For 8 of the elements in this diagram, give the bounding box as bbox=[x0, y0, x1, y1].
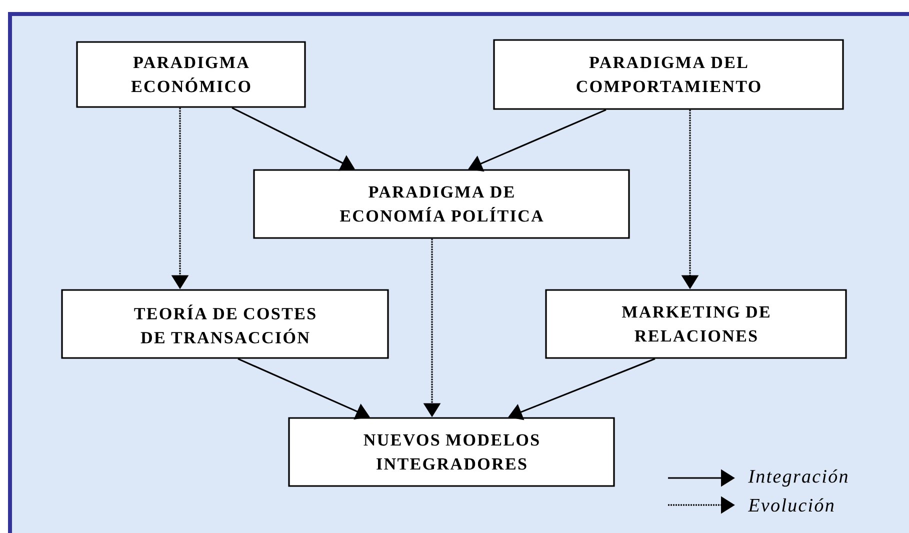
concept-box: NUEVOS MODELOS INTEGRADORES bbox=[288, 417, 615, 487]
legend-label: Integración bbox=[748, 469, 848, 487]
concept-box: PARADIGMA DE ECONOMÍA POLÍTICA bbox=[253, 169, 630, 239]
concept-box: TEORÍA DE COSTES DE TRANSACCIÓN bbox=[61, 289, 389, 359]
concept-box: MARKETING DE RELACIONES bbox=[545, 289, 847, 359]
concept-box: PARADIGMA ECONÓMICO bbox=[76, 41, 306, 108]
concept-box: PARADIGMA DEL COMPORTAMIENTO bbox=[493, 39, 844, 110]
legend-label: Evolución bbox=[748, 498, 834, 512]
